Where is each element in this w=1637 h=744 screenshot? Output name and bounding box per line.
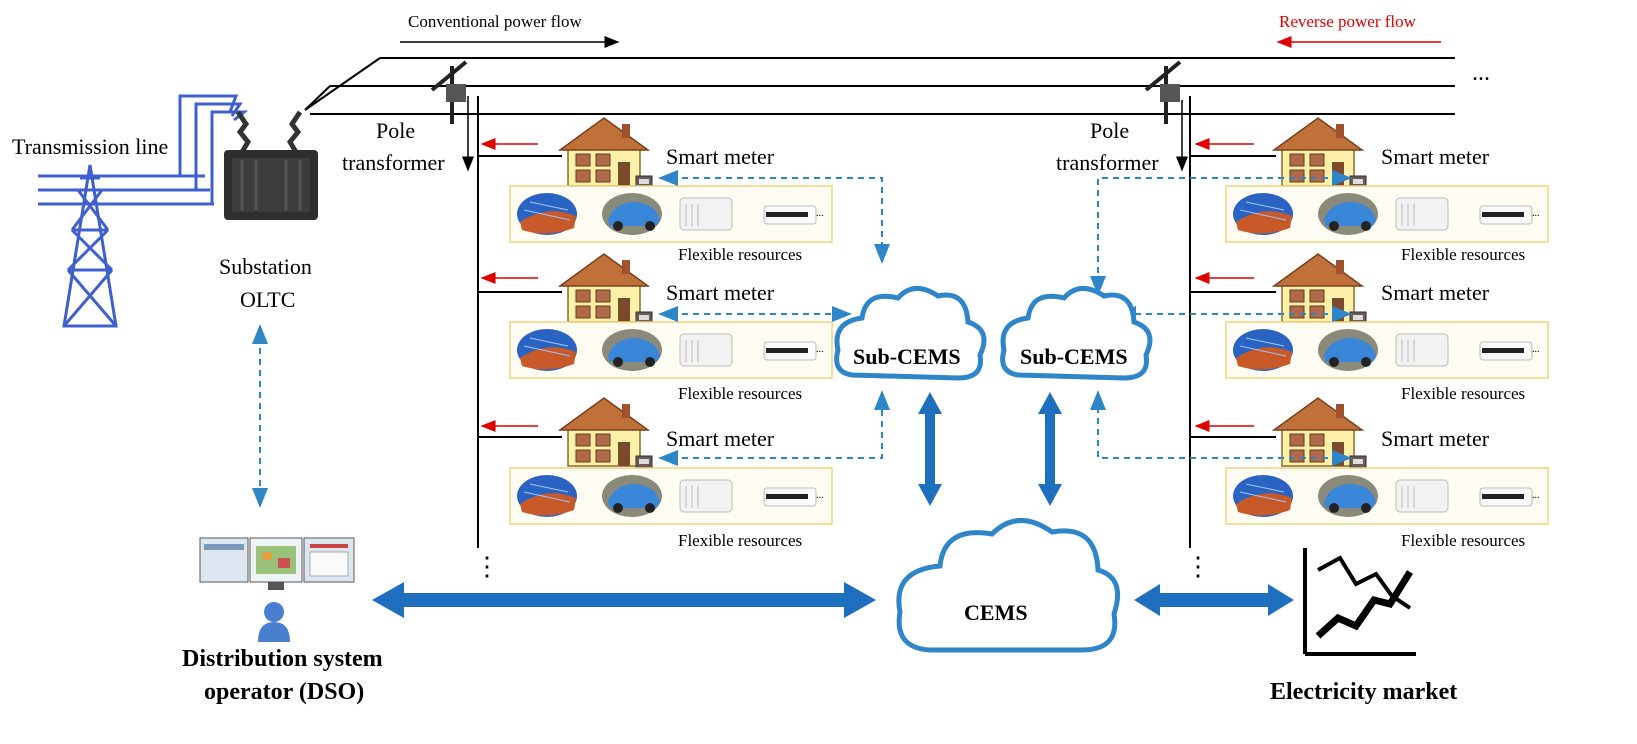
dso-label-1: Distribution system — [182, 646, 383, 672]
oltc-label: OLTC — [240, 287, 295, 312]
market-chart-icon — [1303, 548, 1416, 656]
appliance-ellipsis: ... — [1532, 344, 1540, 355]
cems-market-arrow — [1134, 584, 1294, 616]
sub-cems-left-cloud: Sub-CEMS — [834, 286, 987, 381]
household-right-2: Smart meter ... Flexible resources — [1190, 253, 1549, 403]
feeder-left-continuation: ⋮ — [474, 552, 500, 581]
dso-workstation-icon — [199, 537, 355, 642]
pole-right-label-1: Pole — [1090, 118, 1129, 143]
household-left-3: Smart meter ... Flexible resources — [478, 397, 833, 550]
flexible-resources-label: Flexible resources — [1401, 245, 1525, 264]
substation-transformer-icon — [224, 110, 318, 220]
flexible-resources-label: Flexible resources — [1401, 384, 1525, 403]
reverse-flow-label: Reverse power flow — [1279, 12, 1417, 31]
pole-transformer-left-icon — [430, 60, 474, 172]
conventional-flow-label: Conventional power flow — [408, 12, 582, 31]
pole-transformer-right-icon — [1144, 60, 1188, 172]
smart-meter-label: Smart meter — [1381, 426, 1490, 451]
feeder-right-continuation: ⋮ — [1185, 552, 1211, 581]
pole-left-label-1: Pole — [376, 118, 415, 143]
appliance-ellipsis: ... — [816, 490, 824, 501]
pole-right-label-2: transformer — [1056, 150, 1159, 175]
transmission-tower-icon — [38, 94, 249, 328]
substation-label: Substation — [219, 254, 312, 279]
household-left-2: Smart meter ... Flexible resources — [478, 253, 833, 403]
appliance-ellipsis: ... — [1532, 208, 1540, 219]
household-right-3: Smart meter ... Flexible resources — [1190, 397, 1549, 550]
flexible-resources-label: Flexible resources — [678, 245, 802, 264]
dso-label-2: operator (DSO) — [204, 679, 364, 705]
transmission-line-label: Transmission line — [12, 134, 168, 159]
cems-cloud: CEMS — [896, 518, 1120, 653]
appliance-ellipsis: ... — [1532, 490, 1540, 501]
smart-meter-label: Smart meter — [666, 280, 775, 305]
dso-cems-arrow — [372, 582, 876, 618]
smart-meter-label: Smart meter — [666, 144, 775, 169]
flexible-resources-label: Flexible resources — [678, 384, 802, 403]
smart-meter-label: Smart meter — [1381, 280, 1490, 305]
line-continuation: ... — [1472, 60, 1490, 86]
smart-meter-links-right — [1090, 170, 1352, 466]
household-left-1: Smart meter ... Flexible resources — [478, 117, 833, 264]
appliance-ellipsis: ... — [816, 344, 824, 355]
flexible-resources-label: Flexible resources — [678, 531, 802, 550]
sub-cems-left-label: Sub-CEMS — [853, 344, 961, 369]
market-label: Electricity market — [1270, 679, 1457, 705]
appliance-ellipsis: ... — [816, 208, 824, 219]
smart-meter-label: Smart meter — [666, 426, 775, 451]
overhead-power-lines — [304, 57, 1455, 115]
cems-label: CEMS — [964, 600, 1028, 625]
smart-meter-label: Smart meter — [1381, 144, 1490, 169]
flexible-resources-label: Flexible resources — [1401, 531, 1525, 550]
sub-cems-right-cloud: Sub-CEMS — [1000, 286, 1153, 381]
sub-cems-to-cems-arrows — [918, 392, 1062, 506]
pole-left-label-2: transformer — [342, 150, 445, 175]
household-right-1: Smart meter ... Flexible resources — [1190, 117, 1549, 264]
sub-cems-right-label: Sub-CEMS — [1020, 344, 1128, 369]
smart-meter-links-left — [658, 170, 890, 466]
